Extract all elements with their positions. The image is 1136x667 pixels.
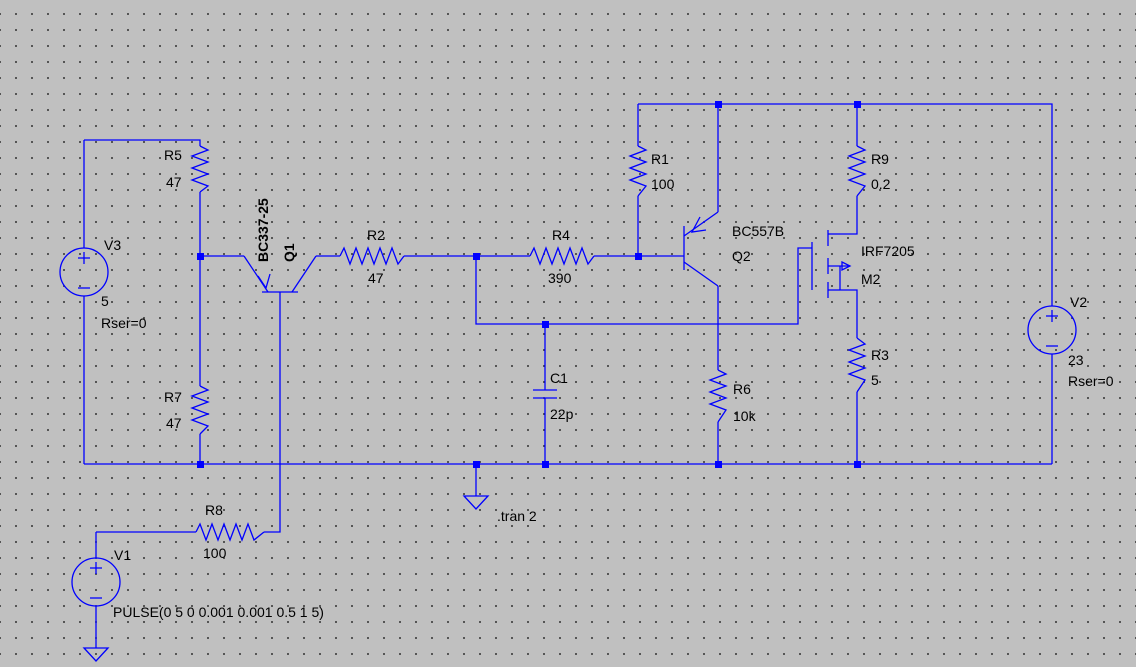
transistor-q1[interactable]: BC337-25 Q1 xyxy=(243,198,317,293)
v2-rser-label: Rser=0 xyxy=(1068,373,1114,389)
q1-name-label: Q1 xyxy=(281,243,297,262)
v3-rser-label: Rser=0 xyxy=(101,315,147,331)
voltage-source-v2[interactable]: V2 23 Rser=0 xyxy=(1027,294,1114,389)
v2-value-label: 23 xyxy=(1068,352,1084,368)
r6-name-label: R6 xyxy=(733,381,751,397)
r9-value-label: 0.2 xyxy=(871,176,891,192)
mosfet-m2[interactable]: IRF7205 M2 xyxy=(811,230,915,298)
junction-dots xyxy=(197,101,861,468)
spice-directive[interactable]: .tran 2 xyxy=(497,508,537,524)
r8-name-label: R8 xyxy=(205,502,223,518)
resistor-r8[interactable]: R8 100 xyxy=(195,502,265,561)
c1-name-label: C1 xyxy=(550,370,568,386)
r5-value-label: 47 xyxy=(166,174,182,190)
v3-value-label: 5 xyxy=(101,293,109,309)
r7-name-label: R7 xyxy=(164,389,182,405)
ground-symbol-main[interactable] xyxy=(462,495,490,510)
v2-name-label: V2 xyxy=(1070,294,1087,310)
q2-model-label: BC557B xyxy=(732,223,784,239)
v1-name-label: V1 xyxy=(114,547,131,563)
r6-value-label: 10k xyxy=(733,408,757,424)
wires xyxy=(83,103,1053,648)
resistor-r2[interactable]: R2 47 xyxy=(339,227,405,286)
voltage-source-v3[interactable]: V3 5 Rser=0 xyxy=(59,237,147,331)
q1-model-label: BC337-25 xyxy=(255,198,271,262)
m2-name-label: M2 xyxy=(861,271,881,287)
v3-name-label: V3 xyxy=(104,237,121,253)
voltage-source-v1[interactable]: V1 PULSE(0 5 0 0.001 0.001 0.5 1 5) xyxy=(71,547,324,620)
r4-name-label: R4 xyxy=(552,227,570,243)
resistor-r5[interactable]: R5 47 xyxy=(164,145,210,193)
ground-symbol-v1[interactable] xyxy=(82,647,110,662)
r3-value-label: 5 xyxy=(871,372,879,388)
q2-name-label: Q2 xyxy=(732,248,751,264)
r2-value-label: 47 xyxy=(368,270,384,286)
v1-value-label: PULSE(0 5 0 0.001 0.001 0.5 1 5) xyxy=(113,604,324,620)
resistor-r3[interactable]: R3 5 xyxy=(847,337,889,393)
resistor-r7[interactable]: R7 47 xyxy=(164,385,210,435)
r8-value-label: 100 xyxy=(203,545,227,561)
r2-name-label: R2 xyxy=(367,227,385,243)
resistor-r6[interactable]: R6 10k xyxy=(708,369,757,424)
r1-value-label: 100 xyxy=(651,176,675,192)
r1-name-label: R1 xyxy=(651,151,669,167)
c1-value-label: 22p xyxy=(550,406,574,422)
r3-name-label: R3 xyxy=(871,347,889,363)
r7-value-label: 47 xyxy=(166,415,182,431)
resistor-r1[interactable]: R1 100 xyxy=(628,145,675,197)
resistor-r4[interactable]: R4 390 xyxy=(529,227,595,286)
r4-value-label: 390 xyxy=(548,270,572,286)
m2-model-label: IRF7205 xyxy=(861,243,915,259)
r5-name-label: R5 xyxy=(164,147,182,163)
resistor-r9[interactable]: R9 0.2 xyxy=(847,145,891,197)
transistor-q2[interactable]: BC557B Q2 xyxy=(662,211,784,287)
r9-name-label: R9 xyxy=(871,151,889,167)
capacitor-c1[interactable]: C1 22p xyxy=(533,370,574,422)
